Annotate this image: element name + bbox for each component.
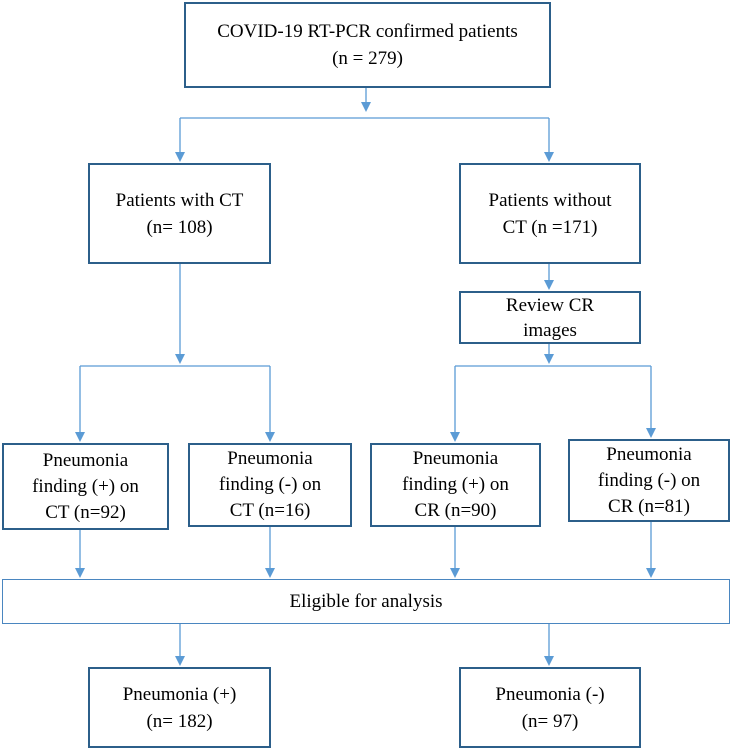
box-text: Pneumonia (+) bbox=[122, 683, 237, 705]
box-text: (n = 279) bbox=[332, 48, 403, 69]
box-pneumonia-positive: Pneumonia (+) (n= 182) bbox=[88, 667, 271, 748]
box-text: (n= 97) bbox=[521, 710, 579, 732]
box-text: Pneumonia bbox=[606, 443, 692, 465]
box-text: finding (-) on bbox=[597, 469, 701, 491]
box-cr-pneumonia-negative: Pneumonia finding (-) on CR (n=81) bbox=[568, 439, 730, 522]
box-text: Patients with CT bbox=[115, 189, 244, 211]
box-text: Pneumonia (-) bbox=[495, 683, 605, 705]
box-patients-without-ct: Patients without CT (n =171) bbox=[459, 163, 641, 264]
box-eligible-for-analysis: Eligible for analysis bbox=[2, 579, 730, 624]
box-text: Pneumonia bbox=[42, 449, 129, 471]
box-patients-with-ct: Patients with CT (n= 108) bbox=[88, 163, 271, 264]
box-ct-pneumonia-positive: Pneumonia finding (+) on CT (n=92) bbox=[2, 443, 169, 530]
box-text: CT (n=16) bbox=[229, 500, 311, 521]
box-text: Review CR bbox=[505, 294, 595, 316]
box-text: (n= 182) bbox=[146, 710, 213, 732]
box-text: Pneumonia bbox=[227, 448, 313, 469]
box-text: images bbox=[523, 319, 577, 341]
box-review-cr-images: Review CR images bbox=[459, 291, 641, 344]
box-text: Patients without bbox=[488, 189, 612, 211]
box-text: Eligible for analysis bbox=[289, 591, 443, 612]
box-text: finding (+) on bbox=[402, 474, 509, 495]
box-text: CR (n=81) bbox=[608, 495, 690, 517]
box-text: CT (n=92) bbox=[45, 501, 126, 523]
box-confirmed-patients: COVID-19 RT-PCR confirmed patients (n = … bbox=[184, 2, 551, 88]
box-cr-pneumonia-positive: Pneumonia finding (+) on CR (n=90) bbox=[370, 443, 541, 527]
box-text: CR (n=90) bbox=[414, 500, 497, 521]
box-text: (n= 108) bbox=[146, 216, 213, 238]
box-text: finding (+) on bbox=[32, 475, 139, 497]
box-text: COVID-19 RT-PCR confirmed patients bbox=[217, 21, 518, 42]
box-pneumonia-negative: Pneumonia (-) (n= 97) bbox=[459, 667, 641, 748]
box-text: Pneumonia bbox=[412, 448, 499, 469]
box-ct-pneumonia-negative: Pneumonia finding (-) on CT (n=16) bbox=[188, 443, 352, 527]
box-text: CT (n =171) bbox=[502, 216, 598, 238]
box-text: finding (-) on bbox=[218, 474, 322, 495]
